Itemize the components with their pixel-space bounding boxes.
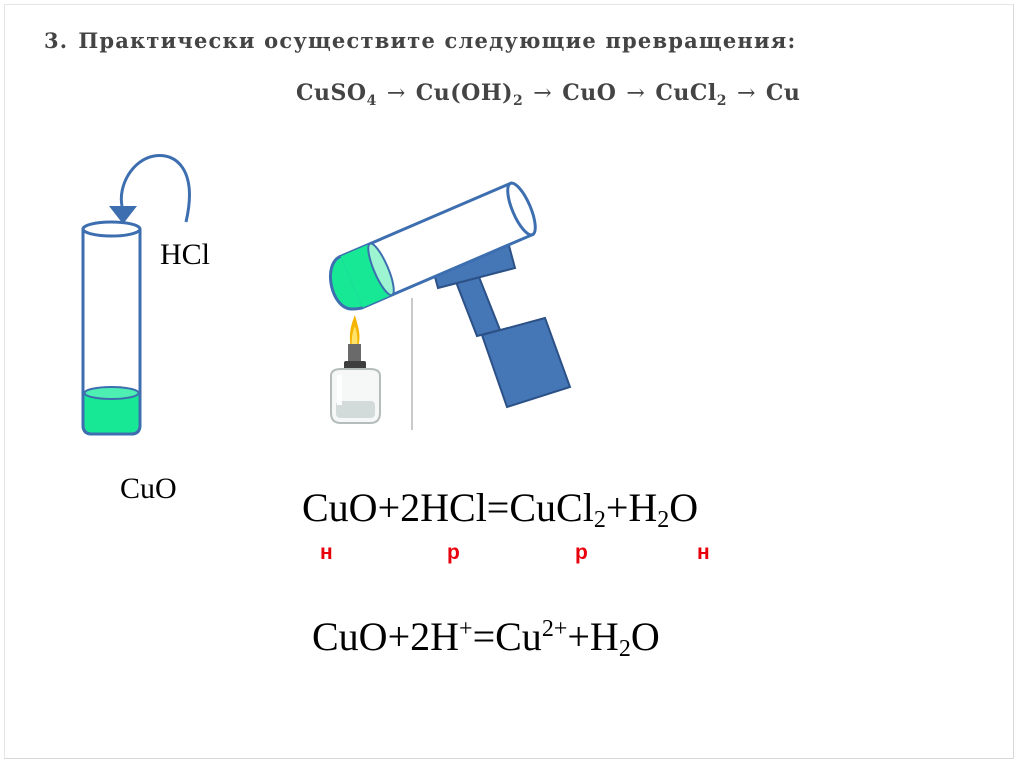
scheme-arrow-icon: → (386, 81, 406, 106)
scheme-step: CuSO4 (296, 80, 377, 109)
scheme-step: Cu(OH)2 (415, 80, 524, 109)
slide-frame (4, 4, 1014, 759)
spirit-lamp-icon (330, 315, 381, 424)
scheme-step: Cu (765, 80, 801, 106)
molecular-equation: CuO+2HCl=CuCl2+H2O (302, 485, 699, 533)
clamp-stand-icon (429, 240, 572, 409)
solubility-mark: р (575, 541, 588, 564)
task-number: 3. (44, 28, 69, 53)
task-text: Практически осуществите следующие превра… (78, 28, 797, 53)
scheme-arrow-icon: → (533, 81, 553, 106)
substance-label: CuO (120, 472, 177, 505)
solubility-mark: р (447, 541, 460, 564)
test-tube-icon (81, 220, 142, 436)
scheme-arrow-icon: → (736, 81, 756, 106)
pour-arrow-head-icon (109, 206, 137, 224)
task-heading: 3. Практически осуществите следующие прев… (44, 28, 796, 53)
scheme-step: CuCl2 (655, 80, 727, 109)
solubility-mark: н (697, 541, 710, 564)
pour-arrow-icon (119, 153, 191, 223)
heated-test-tube-icon (328, 181, 537, 311)
transformation-scheme: CuSO4 → Cu(OH)2 → CuO → CuCl2 → Cu (296, 80, 800, 109)
solubility-mark: н (320, 541, 333, 564)
ionic-equation: CuO+2H+=Cu2++H2O (312, 614, 660, 662)
scheme-step: CuO (562, 80, 617, 106)
reagent-label: HCl (160, 238, 211, 271)
scheme-arrow-icon: → (626, 81, 646, 106)
